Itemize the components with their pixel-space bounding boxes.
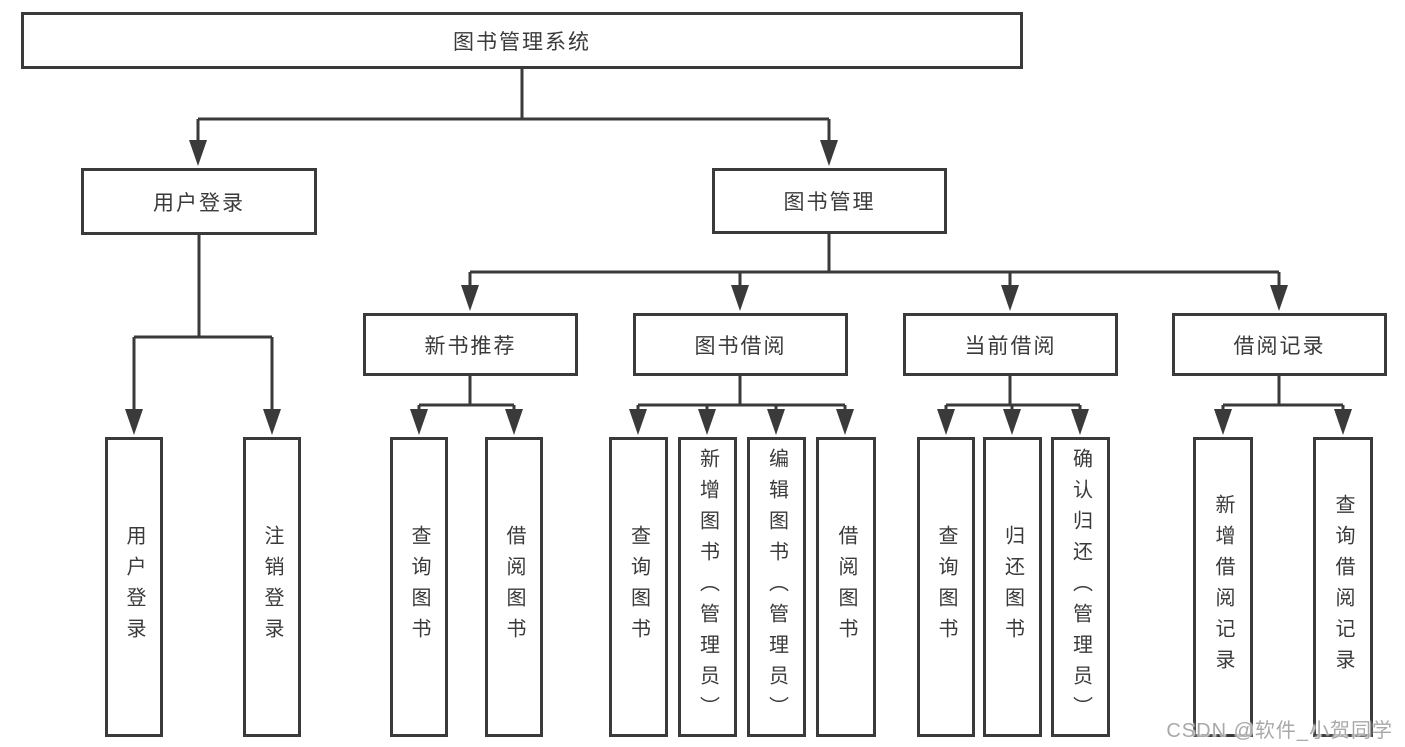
leaf-records-query-record-label: 查询借阅记录 — [1332, 494, 1354, 680]
leaf-records-add-record: 新增借阅记录 — [1193, 437, 1253, 737]
leaf-logout-label: 注销登录 — [261, 525, 283, 649]
arrowheads — [125, 140, 1352, 435]
leaf-recommend-borrow-books: 借阅图书 — [485, 437, 543, 737]
node-book-borrow: 图书借阅 — [633, 313, 848, 376]
node-new-book-recommend: 新书推荐 — [363, 313, 578, 376]
leaf-current-confirm-return-admin-label: 确认归还（管理员） — [1069, 447, 1092, 727]
node-current-borrow: 当前借阅 — [903, 313, 1118, 376]
node-root-label: 图书管理系统 — [453, 30, 591, 54]
leaf-current-confirm-return-admin: 确认归还（管理员） — [1051, 437, 1110, 737]
connector-root-to-level2 — [196, 69, 831, 144]
leaf-borrow-query-books: 查询图书 — [609, 437, 668, 737]
node-book-management-label: 图书管理 — [783, 191, 876, 214]
node-new-book-recommend-label: 新书推荐 — [424, 334, 517, 358]
connector-book-borrow-to-leaves — [636, 376, 847, 412]
connector-new-book-recommend-to-leaves — [417, 376, 516, 412]
connector-book-management-to-groups — [468, 234, 1281, 288]
connector-user-login-to-leaves — [132, 235, 274, 412]
leaf-records-query-record: 查询借阅记录 — [1313, 437, 1373, 737]
connector-borrow-records-to-leaves — [1221, 376, 1345, 412]
watermark: CSDN @软件_小贺同学 — [1166, 720, 1393, 742]
connector-current-borrow-to-leaves — [944, 376, 1082, 412]
leaf-borrow-add-books-admin: 新增图书（管理员） — [678, 437, 737, 737]
node-user-login-label: 用户登录 — [153, 191, 245, 215]
leaf-borrow-edit-books-admin: 编辑图书（管理员） — [747, 437, 806, 737]
leaf-user-login-label: 用户登录 — [123, 525, 145, 649]
leaf-recommend-query-books: 查询图书 — [390, 437, 448, 737]
node-current-borrow-label: 当前借阅 — [964, 334, 1057, 358]
leaf-borrow-edit-books-admin-label: 编辑图书（管理员） — [765, 447, 788, 727]
leaf-borrow-borrow-books: 借阅图书 — [816, 437, 876, 737]
leaf-logout: 注销登录 — [243, 437, 301, 737]
node-book-borrow-label: 图书借阅 — [694, 334, 787, 358]
node-user-login: 用户登录 — [81, 168, 317, 235]
leaf-current-query-books: 查询图书 — [917, 437, 975, 737]
leaf-borrow-borrow-books-label: 借阅图书 — [835, 525, 857, 649]
leaf-user-login: 用户登录 — [105, 437, 163, 737]
leaf-borrow-query-books-label: 查询图书 — [627, 525, 650, 649]
leaf-recommend-borrow-books-label: 借阅图书 — [503, 525, 525, 649]
leaf-current-return-books: 归还图书 — [983, 437, 1042, 737]
node-root: 图书管理系统 — [21, 12, 1023, 69]
node-book-management: 图书管理 — [712, 168, 947, 234]
node-borrow-records-label: 借阅记录 — [1233, 334, 1326, 358]
leaf-borrow-add-books-admin-label: 新增图书（管理员） — [696, 447, 719, 727]
node-borrow-records: 借阅记录 — [1172, 313, 1387, 376]
leaf-recommend-query-books-label: 查询图书 — [408, 525, 430, 649]
leaf-current-return-books-label: 归还图书 — [1001, 525, 1024, 649]
leaf-current-query-books-label: 查询图书 — [935, 525, 957, 649]
leaf-records-add-record-label: 新增借阅记录 — [1212, 494, 1234, 680]
